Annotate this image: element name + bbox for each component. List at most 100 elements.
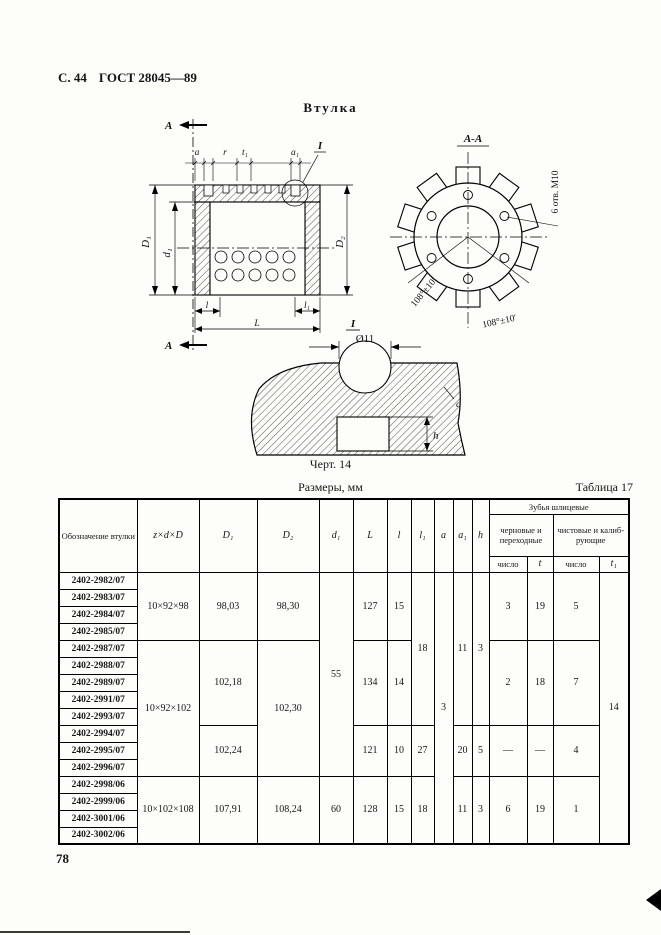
value-finish-count: 4 (552, 724, 600, 777)
value-l1: 18 (410, 775, 435, 845)
col-header-rough-count: число (488, 555, 528, 573)
designation-cell: 2402-2994/07 (58, 724, 138, 743)
designation-cell: 2402-2996/07 (58, 758, 138, 777)
value-t1: 14 (598, 571, 630, 845)
section-mark-top-label: А (164, 120, 172, 132)
detail-label: I (350, 318, 356, 330)
value-l: 14 (386, 639, 412, 726)
dims-bottom (194, 297, 321, 333)
col-header-h: h (471, 498, 490, 573)
col-header-a: a (433, 498, 454, 573)
dim-d1 (169, 201, 210, 295)
detail-i-drawing: I Ø11 h c (250, 318, 466, 456)
dim-dia11 (309, 341, 421, 359)
value-l1: 18 (410, 571, 435, 726)
holes-note-label: 6 отв. М10 (551, 170, 561, 213)
section-mark-bottom-label: А (164, 340, 172, 352)
value-a1: 20 (452, 724, 473, 777)
angle-lines (407, 216, 559, 284)
table-row: 2402-2984/07 (58, 605, 629, 624)
page-number: 78 (56, 851, 69, 866)
dim-label-l1: l₁ (304, 301, 310, 311)
value-rough-t: 18 (526, 639, 554, 726)
designation-cell: 2402-2988/07 (58, 656, 138, 675)
col-header-d1: d₁ (318, 498, 354, 573)
value-rough-count: 3 (488, 571, 528, 641)
hole-opening (338, 340, 392, 394)
col-header-finish-t1: t₁ (598, 555, 630, 573)
dim-label-t1: t₁ (242, 148, 248, 158)
designation-cell: 2402-2999/06 (58, 792, 138, 811)
table-row: 2402-2982/07 10×92×98 98,03 98,30 55 127… (58, 571, 630, 845)
figure-caption: Черт. 14 (309, 457, 352, 471)
value-zxd: 10×102×108 (136, 775, 200, 845)
col-header-L: L (352, 498, 388, 573)
col-header-l: l (386, 498, 412, 573)
col-header-a1: a₁ (452, 498, 473, 573)
col-header-designation: Обозначение втулки (58, 498, 138, 573)
col-header-D2: D₂ (256, 498, 320, 573)
value-D1: 102,24 (198, 724, 258, 777)
value-rough-count: — (488, 724, 528, 777)
value-rough-count: 2 (488, 639, 528, 726)
scan-artifact-corner (646, 889, 661, 911)
designation-cell: 2402-2993/07 (58, 707, 138, 726)
value-h: 5 (471, 724, 490, 777)
designation-cell: 2402-2984/07 (58, 605, 138, 624)
value-L: 134 (352, 639, 388, 726)
col-header-zxd: z×d×D (136, 498, 200, 573)
dim-label-h: h (433, 430, 439, 442)
value-zxd: 10×92×102 (136, 639, 200, 777)
value-finish-count: 7 (552, 639, 600, 726)
dim-label-dia11: Ø11 (356, 333, 375, 345)
col-header-finish: чистовые и калиб­рующие (552, 513, 630, 557)
chamfer-leader (443, 386, 455, 400)
value-d1: 60 (318, 775, 354, 845)
bore-grooves (214, 250, 296, 282)
page-ref: С. 44 (58, 70, 87, 85)
centerlines (390, 152, 550, 328)
value-D2: 98,30 (256, 571, 320, 641)
col-header-l1: l₁ (410, 498, 435, 573)
value-L: 127 (352, 571, 388, 641)
value-l1: 27 (410, 724, 435, 777)
angle-bottom-label: 108°±10′ (481, 313, 517, 331)
detail-callout (281, 151, 326, 207)
dim-label-a: a (195, 148, 200, 158)
col-header-teeth: Зубья шлицевые (488, 498, 630, 515)
table-row: 2402-2994/07 102,24 121 10 27 20 5 — — 4 (58, 724, 629, 777)
dim-label-c: c (456, 400, 461, 410)
dim-label-a1: a₁ (291, 148, 299, 158)
designation-cell: 2402-2987/07 (58, 639, 138, 658)
figure-title: Втулка (303, 100, 358, 115)
dim-D2 (320, 184, 353, 296)
value-h: 3 (471, 571, 490, 726)
col-header-finish-count: число (552, 555, 600, 573)
table-row: 2402-2998/06 10×102×108 107,91 108,24 60… (58, 775, 629, 845)
value-a1: 11 (452, 571, 473, 726)
bushing-section-drawing: А А D₁ (140, 119, 353, 352)
table-row: 2402-2987/07 10×92×102 102,18 102,30 134… (58, 639, 629, 777)
dim-label-r: r (223, 148, 227, 158)
cutting-plane (179, 119, 207, 351)
slot-opening (336, 416, 390, 452)
designation-cell: 2402-3002/06 (58, 826, 138, 845)
section-aa-label: А-А (463, 133, 482, 145)
table-row: 2402-3001/06 (58, 809, 629, 828)
dims-top (185, 158, 311, 181)
table-header-row: число t число t₁ (59, 555, 630, 573)
dim-label-D2: D₂ (334, 236, 346, 249)
value-zxd: 10×92×98 (136, 571, 200, 641)
dimensions-table: Обозначение втулки z×d×D D₁ D₂ d₁ L l l₁… (58, 498, 631, 845)
value-l: 15 (386, 571, 412, 641)
detail-ref-label: I (317, 140, 323, 152)
bushing-body (194, 184, 321, 296)
table-header-row: Обозначение втулки z×d×D D₁ D₂ d₁ L l l₁… (58, 498, 630, 573)
rim-section (250, 362, 466, 456)
value-D2: 102,30 (256, 639, 320, 777)
designation-cell: 2402-2998/06 (58, 775, 138, 794)
value-l: 10 (386, 724, 412, 777)
dim-label-L: L (253, 319, 259, 329)
